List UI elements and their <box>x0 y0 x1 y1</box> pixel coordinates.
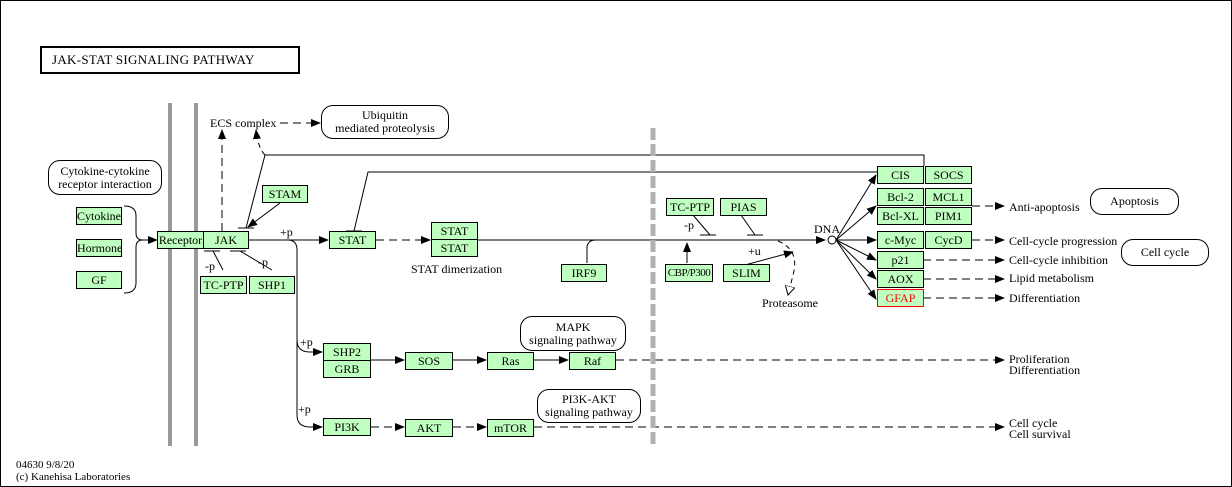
gene-ras[interactable]: Ras <box>487 352 534 370</box>
gene-gf[interactable]: GF <box>76 271 122 289</box>
gene-mtor[interactable]: mTOR <box>487 419 534 437</box>
gene-pim1[interactable]: PIM1 <box>925 207 972 225</box>
gene-cycd[interactable]: CycD <box>925 231 972 249</box>
gene-aox[interactable]: AOX <box>877 270 924 288</box>
label-plus-p-1: +p <box>280 225 293 239</box>
map-cell-cycle[interactable]: Cell cycle <box>1121 239 1209 266</box>
outcome-differentiation-2: Differentiation <box>1009 363 1081 377</box>
gene-c-myc[interactable]: c-Myc <box>877 231 924 249</box>
gene-stat-dimer-a[interactable]: STAT <box>431 222 478 240</box>
gene-pias[interactable]: PIAS <box>720 198 767 216</box>
gene-gfap[interactable]: GFAP <box>877 289 924 307</box>
gene-irf9[interactable]: IRF9 <box>561 264 607 282</box>
dna-node <box>827 235 837 245</box>
label-stat-dimerization: STAT dimerization <box>411 262 503 276</box>
map-cytokine-receptor[interactable]: Cytokine-cytokine receptor interaction <box>48 160 162 195</box>
cell-membrane-inner <box>194 103 198 446</box>
pathway-title: JAK-STAT SIGNALING PATHWAY <box>40 46 300 74</box>
footer: 04630 9/8/20 (c) Kanehisa Laboratories <box>16 459 130 483</box>
label-minus-p-3: -p <box>684 218 694 232</box>
map-pi3k-line1: PI3K-AKT <box>562 392 616 406</box>
gene-hormone[interactable]: Hormone <box>76 239 123 257</box>
map-mapk-line2: signaling pathway <box>529 332 617 347</box>
edge-slim <box>744 250 794 266</box>
gene-p21[interactable]: p21 <box>877 251 924 269</box>
gene-stat[interactable]: STAT <box>329 231 376 249</box>
gene-pi3k[interactable]: PI3K <box>323 418 371 436</box>
map-mapk-line1: MAPK <box>555 319 591 334</box>
label-proteasome: Proteasome <box>762 296 818 310</box>
map-pi3k-line2: signaling pathway <box>545 405 633 419</box>
gene-receptor[interactable]: Receptor <box>157 231 204 249</box>
outcome-cell-cycle-inhibition: Cell-cycle inhibition <box>1009 253 1108 267</box>
map-ubiquitin-line1: Ubiquitin <box>361 108 408 122</box>
label-ecs-complex: ECS complex <box>210 116 277 130</box>
outcome-proliferation: Proliferation <box>1009 352 1070 366</box>
gene-akt[interactable]: AKT <box>405 419 453 437</box>
gene-raf[interactable]: Raf <box>569 352 616 370</box>
edge-tcptp1 <box>212 250 224 271</box>
label-plus-p-2: +p <box>300 335 313 349</box>
edge-proteasome <box>777 240 796 295</box>
gene-socs[interactable]: SOCS <box>925 166 972 184</box>
label-plus-u: +u <box>748 244 761 258</box>
map-mapk[interactable]: MAPK signaling pathway <box>520 316 626 351</box>
outcome-differentiation: Differentiation <box>1009 291 1081 305</box>
cell-membrane-outer <box>168 103 172 446</box>
edge-stam-jak <box>247 202 281 228</box>
gene-bcl-xl[interactable]: Bcl-XL <box>877 207 924 225</box>
footer-copyright: (c) Kanehisa Laboratories <box>16 471 131 483</box>
outcome-anti-apoptosis: Anti-apoptosis <box>1009 200 1080 214</box>
gene-bcl2[interactable]: Bcl-2 <box>877 188 924 206</box>
bracket <box>123 205 144 294</box>
gene-sos[interactable]: SOS <box>405 352 453 370</box>
footer-id-date: 04630 9/8/20 <box>16 459 75 471</box>
gene-stam[interactable]: STAM <box>262 185 308 203</box>
label-dna: DNA <box>814 222 840 236</box>
edge-tcptp2 <box>692 214 711 236</box>
gene-tc-ptp-1[interactable]: TC-PTP <box>200 276 247 294</box>
gene-stat-dimer-b[interactable]: STAT <box>431 239 478 257</box>
edge-jak-pi3k <box>296 340 323 431</box>
outcome-cell-survival: Cell survival <box>1009 427 1071 441</box>
gene-mcl1[interactable]: MCL1 <box>925 188 972 206</box>
outcome-cell-cycle: Cell cycle <box>1009 416 1058 430</box>
gene-shp1[interactable]: SHP1 <box>249 276 295 294</box>
gene-slim[interactable]: SLIM <box>723 264 770 282</box>
gene-grb[interactable]: GRB <box>323 360 371 378</box>
label-minus-p-2: -p <box>258 255 268 269</box>
label-minus-p-1: -p <box>205 259 215 273</box>
edge-socs-line <box>265 154 925 166</box>
map-ubiquitin-line2: mediated proteolysis <box>335 121 435 135</box>
gene-jak[interactable]: JAK <box>203 231 249 249</box>
outcome-lipid-metabolism: Lipid metabolism <box>1009 271 1094 285</box>
gene-cbp-p300[interactable]: CBP/P300 <box>665 264 713 282</box>
map-apoptosis[interactable]: Apoptosis <box>1090 188 1179 215</box>
edge-pias <box>740 214 756 236</box>
edge-socs-jak <box>245 154 266 229</box>
gene-cis[interactable]: CIS <box>877 166 924 184</box>
gene-shp2[interactable]: SHP2 <box>323 343 371 361</box>
map-ubiquitin[interactable]: Ubiquitin mediated proteolysis <box>321 105 449 139</box>
gene-cytokine[interactable]: Cytokine <box>76 207 122 225</box>
outcome-cell-cycle-progression: Cell-cycle progression <box>1009 234 1118 248</box>
map-pi3k-akt[interactable]: PI3K-AKT signaling pathway <box>537 389 641 423</box>
label-plus-p-3: +p <box>298 402 311 416</box>
edge-irf9 <box>586 239 596 263</box>
gene-tc-ptp-2[interactable]: TC-PTP <box>666 198 714 216</box>
edge-cis-stat <box>353 171 877 232</box>
edge-shp1 <box>239 250 273 271</box>
edge-socs-ecs <box>253 129 266 156</box>
